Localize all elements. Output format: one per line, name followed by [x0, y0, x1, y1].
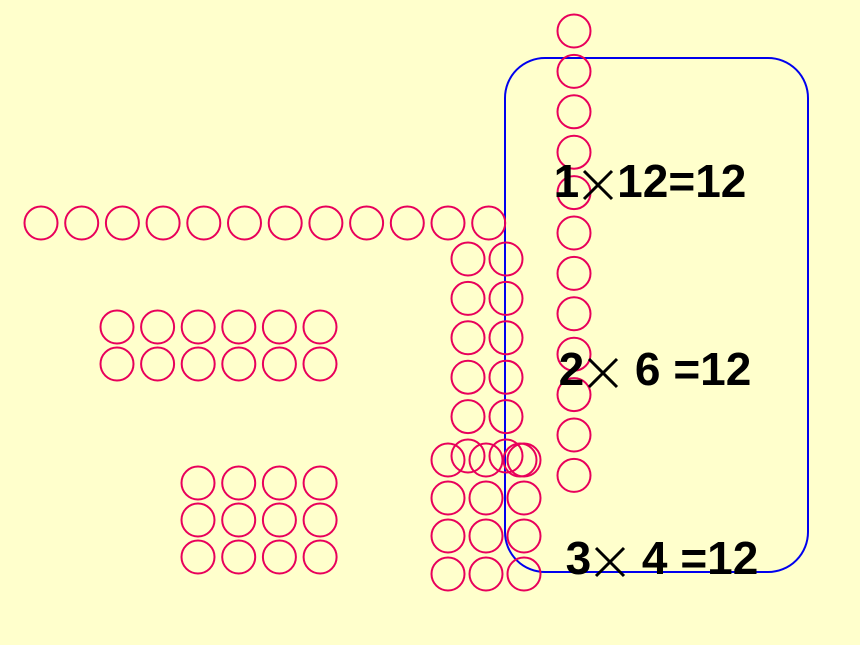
- circle: [430, 556, 466, 592]
- circle: [261, 465, 297, 501]
- circle: [180, 465, 216, 501]
- circle: [430, 442, 466, 478]
- equation-2-factor-a: 2: [558, 343, 585, 395]
- circle: [450, 438, 486, 474]
- circle: [450, 241, 486, 277]
- circle: [556, 377, 592, 413]
- circle: [556, 296, 592, 332]
- circle: [450, 320, 486, 356]
- circle: [430, 480, 466, 516]
- circle: [104, 205, 140, 241]
- circle: [488, 320, 524, 356]
- circle: [556, 215, 592, 251]
- circle: [221, 539, 257, 575]
- circle: [506, 518, 542, 554]
- circle: [471, 205, 507, 241]
- circle: [556, 53, 592, 89]
- circle: [468, 480, 504, 516]
- circle: [430, 518, 466, 554]
- circle: [180, 502, 216, 538]
- circle: [488, 438, 524, 474]
- circle: [140, 309, 176, 345]
- circle: [186, 205, 222, 241]
- circle: [261, 346, 297, 382]
- circle: [556, 336, 592, 372]
- circle: [450, 359, 486, 395]
- circle: [302, 309, 338, 345]
- row-of-12-group: [23, 205, 507, 241]
- circle: [267, 205, 303, 241]
- circle: [145, 205, 181, 241]
- grid-2-by-6-group: [99, 309, 338, 382]
- circle: [140, 346, 176, 382]
- multiply-sign-icon: [583, 169, 614, 200]
- equation-2x6: 2 6 =12: [533, 300, 752, 395]
- multiply-sign-icon: [588, 357, 619, 388]
- equation-1-factor-b: 12: [617, 155, 669, 207]
- circle: [488, 359, 524, 395]
- circle: [308, 205, 344, 241]
- circle: [430, 205, 466, 241]
- multiply-sign-icon: [595, 546, 626, 577]
- circle: [502, 442, 538, 478]
- equation-3x4: 3 4 =12: [540, 489, 759, 584]
- circle: [556, 13, 592, 49]
- circle: [302, 346, 338, 382]
- circle: [468, 556, 504, 592]
- circle: [302, 502, 338, 538]
- circle: [468, 518, 504, 554]
- circle: [389, 205, 425, 241]
- equation-2-factor-b: 6: [622, 343, 674, 395]
- grid-6-by-2-group: [450, 241, 524, 474]
- equation-3-factor-a: 3: [565, 532, 592, 584]
- circle: [450, 399, 486, 435]
- circle: [221, 346, 257, 382]
- circle: [23, 205, 59, 241]
- circle: [556, 94, 592, 130]
- circle: [506, 480, 542, 516]
- circle: [261, 539, 297, 575]
- circle: [488, 280, 524, 316]
- circle: [556, 134, 592, 170]
- equation-2-result: =12: [673, 343, 752, 395]
- circle: [488, 399, 524, 435]
- circle: [302, 539, 338, 575]
- circle: [556, 457, 592, 493]
- circle: [99, 309, 135, 345]
- circle: [349, 205, 385, 241]
- grid-3-by-4-group: [180, 465, 338, 575]
- circle: [488, 241, 524, 277]
- circle: [180, 309, 216, 345]
- circle: [227, 205, 262, 241]
- column-of-12-group: [556, 13, 592, 493]
- equation-1-result: =12: [668, 155, 747, 207]
- grid-4-by-3-group: [430, 442, 542, 592]
- circle: [221, 309, 257, 345]
- circle: [64, 205, 100, 241]
- equation-3-result: =12: [680, 532, 759, 584]
- circle: [468, 442, 504, 478]
- circle: [221, 502, 257, 538]
- circle: [261, 502, 297, 538]
- circle: [556, 417, 592, 453]
- circle: [556, 255, 592, 291]
- circle: [180, 346, 216, 382]
- circle: [99, 346, 135, 382]
- circle: [450, 280, 486, 316]
- equation-3-factor-b: 4: [629, 532, 681, 584]
- circle: [180, 539, 216, 575]
- circle: [302, 465, 338, 501]
- circle: [221, 465, 257, 501]
- circle: [506, 556, 542, 592]
- equation-1x12: 1 12=12: [528, 112, 747, 207]
- equation-1-factor-a: 1: [553, 155, 580, 207]
- circle: [261, 309, 297, 345]
